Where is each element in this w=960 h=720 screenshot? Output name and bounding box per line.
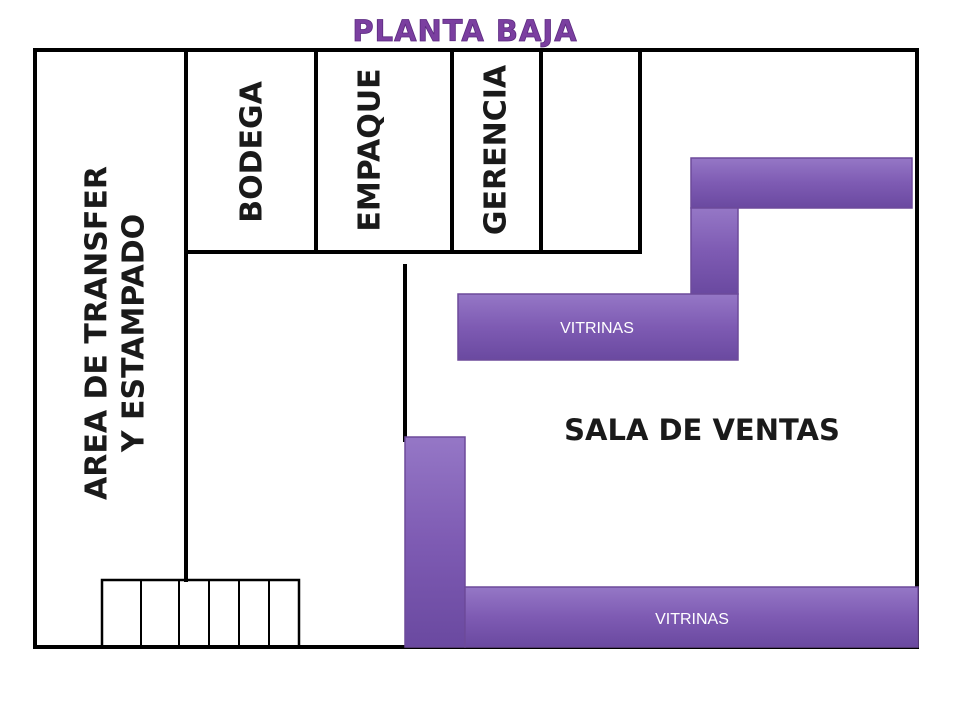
vitrina-middle	[457, 293, 739, 361]
gerencia-label: GERENCIA	[479, 64, 514, 235]
transfer-area-label-line1: AREA DE TRANSFER	[80, 166, 115, 500]
vitrina-left-vertical	[404, 436, 466, 648]
stairs	[100, 578, 301, 649]
sala-de-ventas-label: SALA DE VENTAS	[564, 413, 840, 447]
empaque-label: EMPAQUE	[353, 68, 388, 231]
vitrina-bottom-label: VITRINAS	[655, 611, 729, 628]
transfer-area-label-line2: Y ESTAMPADO	[117, 214, 152, 453]
vitrina-middle-label: VITRINAS	[560, 320, 634, 337]
plan-title: PLANTA BAJA	[352, 14, 577, 48]
vitrina-top-right	[690, 157, 913, 209]
vitrina-vertical-connector	[690, 207, 739, 295]
vitrina-bottom	[464, 586, 919, 648]
bodega-label: BODEGA	[235, 80, 270, 222]
